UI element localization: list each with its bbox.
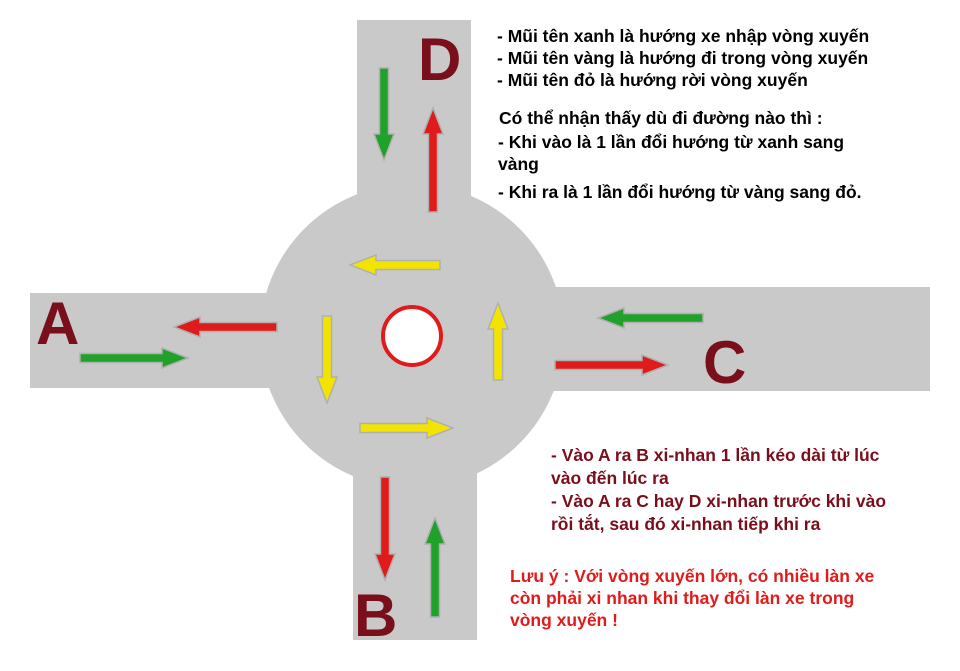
- observation-enter-line2: vàng: [498, 154, 539, 174]
- signal-note-ab-line2: vào đến lúc ra: [551, 468, 669, 488]
- arrow-a-entry: [79, 346, 191, 370]
- arrow-ring-right: [486, 300, 510, 381]
- legend-red: - Mũi tên đỏ là hướng rời vòng xuyến: [497, 70, 808, 90]
- road-a: [30, 293, 280, 388]
- signal-note-ab-line1: - Vào A ra B xi-nhan 1 lần kéo dài từ lú…: [551, 445, 880, 465]
- arrow-ring-top: [347, 253, 441, 277]
- arrow-group: [79, 67, 704, 618]
- road-label-d: D: [418, 26, 461, 93]
- road-label-c: C: [703, 329, 746, 396]
- road-label-b: B: [354, 582, 397, 649]
- signal-notes: - Vào A ra B xi-nhan 1 lần kéo dài từ lú…: [551, 444, 886, 536]
- caution-line1: Lưu ý : Với vòng xuyến lớn, có nhiều làn…: [510, 566, 875, 586]
- arrow-a-exit: [171, 315, 278, 339]
- legend: - Mũi tên xanh là hướng xe nhập vòng xuy…: [497, 25, 869, 91]
- observation-title: Có thể nhận thấy dù đi đường nào thì :: [499, 108, 823, 128]
- road-label-a: A: [36, 290, 79, 357]
- legend-green: - Mũi tên xanh là hướng xe nhập vòng xuy…: [497, 26, 870, 46]
- arrow-b-exit: [373, 476, 397, 583]
- arrow-d-exit: [421, 105, 445, 213]
- center-island: [381, 305, 443, 367]
- arrow-ring-left: [315, 315, 339, 406]
- signal-note-acd-line1: - Vào A ra C hay D xi-nhan trước khi vào: [551, 491, 887, 511]
- legend-yellow: - Mũi tên vàng là hướng đi trong vòng xu…: [497, 48, 869, 68]
- caution-line2: còn phải xi nhan khi thay đổi làn xe tro…: [510, 588, 855, 608]
- caution-note: Lưu ý : Với vòng xuyến lớn, có nhiều làn…: [510, 565, 874, 631]
- road-c: [540, 287, 930, 391]
- arrow-d-entry: [372, 67, 396, 163]
- arrow-b-entry: [423, 515, 447, 618]
- arrow-c-entry: [595, 306, 704, 330]
- arrow-ring-bottom: [359, 416, 456, 440]
- signal-note-acd-line2: rồi tắt, sau đó xi-nhan tiếp khi ra: [551, 514, 821, 534]
- observation-exit-line: - Khi ra là 1 lần đổi hướng từ vàng sang…: [498, 182, 862, 202]
- observation-enter-line1: - Khi vào là 1 lần đổi hướng từ xanh san…: [498, 132, 845, 152]
- arrow-c-exit: [554, 353, 671, 377]
- caution-line3: vòng xuyến !: [510, 610, 618, 630]
- observation: - Khi vào là 1 lần đổi hướng từ xanh san…: [498, 131, 862, 203]
